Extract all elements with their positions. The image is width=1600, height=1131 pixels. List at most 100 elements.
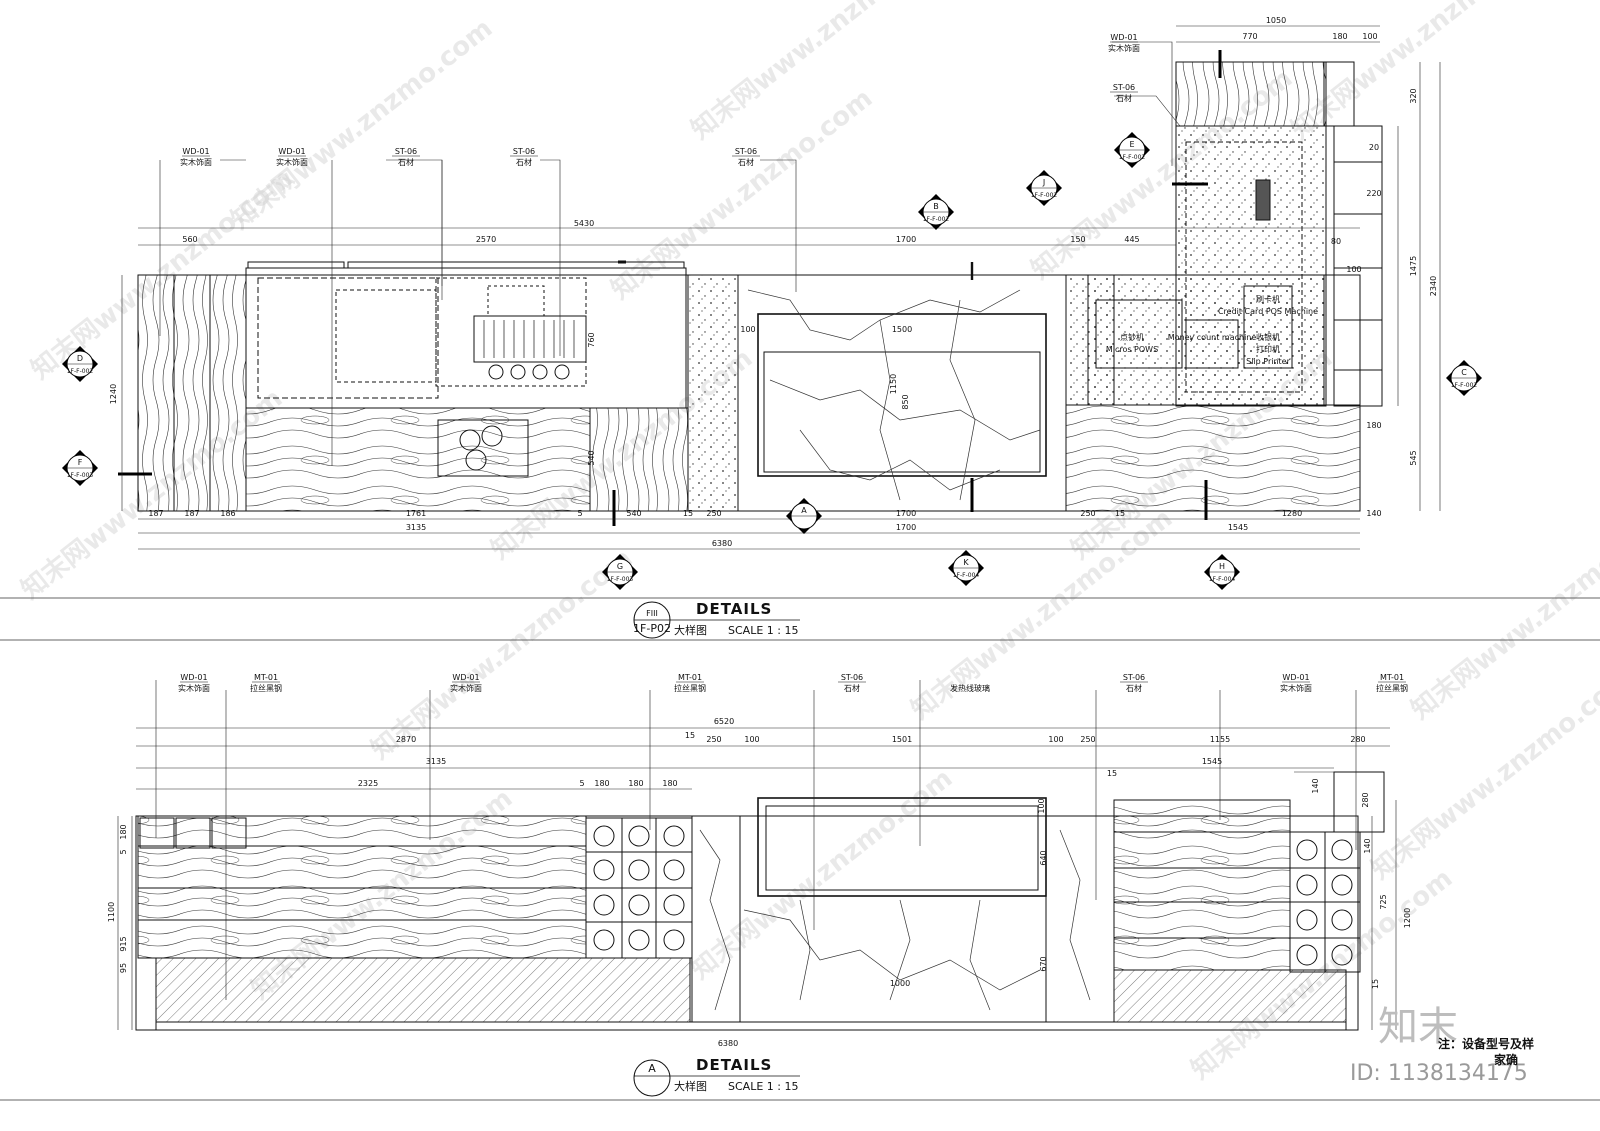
dim-vertical-left: 1240 (109, 384, 118, 404)
dim-row3: 180 (662, 779, 677, 788)
dim-interior: 80 (1331, 237, 1341, 246)
dim-top-row: 560 (182, 235, 197, 244)
dim-bottom-row: 187 (148, 509, 163, 518)
material-code: WD-01 (1110, 33, 1137, 42)
dim-vertical-right: 725 (1379, 894, 1388, 909)
marble-panel (737, 274, 1067, 512)
stone-jamb-right (1045, 815, 1115, 1023)
callout-sheet: 1F-F-003 (607, 576, 634, 583)
dim-bottom-row: 1761 (406, 509, 426, 518)
material-name: 实木饰面 (178, 683, 210, 693)
dim-bottom-mid: 1545 (1228, 523, 1248, 532)
callout-K: K1F-F-004 (948, 550, 984, 586)
material-code: ST-06 (1113, 83, 1135, 92)
ornament-l2 (175, 817, 211, 849)
dim-bottom-row: 187 (184, 509, 199, 518)
title-subtitle: 大样图 (674, 623, 707, 637)
material-name: 实木饰面 (276, 157, 308, 167)
equip-label: Slip Printer (1246, 357, 1290, 366)
dim-interior: 220 (1366, 189, 1381, 198)
dim-vertical-left: 95 (119, 963, 128, 973)
glass-display-inner (763, 351, 1041, 473)
dim-bottom-row: 15 (683, 509, 693, 518)
material-name: 实木饰面 (1280, 683, 1312, 693)
callout-B: B1F-F-002 (918, 194, 954, 230)
callout-sheet: 1F-F-003 (67, 472, 94, 479)
title-circle (633, 1059, 671, 1097)
material-code: WD-01 (182, 147, 209, 156)
dim-vertical-left: 915 (119, 936, 128, 951)
callout-letter: B (933, 202, 939, 211)
dim-overall-top: 5430 (574, 219, 594, 228)
dim-top-row: 2570 (476, 235, 496, 244)
dim-bottom-row: 1280 (1282, 509, 1302, 518)
dim-interior: 670 (1039, 956, 1048, 971)
bottom-elevation (117, 680, 1397, 1031)
dim-vertical-right: 1475 (1409, 256, 1418, 276)
callout-D: D1F-F-002 (62, 346, 98, 382)
countertop-right (347, 261, 685, 269)
material-name: 拉丝黑钢 (674, 683, 706, 693)
under-counter-box-1 (257, 277, 439, 399)
callout-G: G1F-F-003 (602, 554, 638, 590)
material-code: WD-01 (180, 673, 207, 682)
dim-vertical-right: 1200 (1403, 908, 1412, 928)
dim-interior: 540 (587, 450, 596, 465)
tap-fixture (1255, 179, 1271, 221)
top-elevation (118, 25, 1441, 550)
heated-glass-frame (757, 797, 1047, 897)
dim-row3: 180 (628, 779, 643, 788)
ornament-grid-right (1289, 831, 1361, 973)
watermark-text: 知末网www.znzmo.com (1286, 0, 1558, 146)
dim-bottom-row: 15 (1115, 509, 1125, 518)
dim-interior: 20 (1369, 143, 1379, 152)
callout-J: J1F-F-002 (1026, 170, 1062, 206)
bottom-tag-5: 发热线玻璃 (950, 683, 990, 693)
ornament-l3 (211, 817, 247, 849)
callout-letter: F (78, 458, 83, 467)
material-code: MT-01 (254, 673, 278, 682)
title-scale: SCALE 1 : 15 (728, 624, 798, 637)
material-code: WD-01 (452, 673, 479, 682)
callout-letter: J (1042, 178, 1045, 187)
dim-bottom-row: 5 (577, 509, 582, 518)
material-name: 石材 (516, 157, 532, 167)
callout-letter: D (77, 354, 83, 363)
callout-letter: C (1461, 368, 1467, 377)
under-counter-box-2 (335, 289, 437, 383)
dim-overall-top: 6520 (714, 717, 734, 726)
dim-bottom-mid: 3135 (406, 523, 426, 532)
watermark-text: 知末网www.znzmo.com (1366, 663, 1600, 885)
material-name: 石材 (844, 683, 860, 693)
shelf-unit (1333, 125, 1383, 407)
material-name: 发热线玻璃 (950, 683, 990, 693)
title-ref: FIII (646, 609, 658, 618)
watermark-id: ID: 1138134175 (1350, 1061, 1528, 1086)
callout-A: A (786, 498, 822, 534)
drawing-note: 注：设备型号及样 (1438, 1036, 1534, 1051)
dim-vertical-left: 1100 (107, 902, 116, 922)
dim-bottom-row: 250 (706, 509, 721, 518)
dim-row2: 3135 (426, 757, 446, 766)
left-wood-panel (137, 274, 247, 512)
dim-bottom-row: 540 (626, 509, 641, 518)
stone-panel-left (687, 274, 739, 512)
title-ref: A (648, 1062, 656, 1075)
watermark-text: 知末网www.znzmo.com (606, 83, 878, 305)
knob-4 (554, 364, 570, 380)
grill-unit (473, 315, 587, 363)
dim-overall-bottom: 6380 (712, 539, 732, 548)
dim-right-top: 180 (1332, 32, 1347, 41)
dim-bottom-row: 140 (1366, 509, 1381, 518)
column-edge (1323, 61, 1355, 127)
equip-label: Money count machine (1168, 333, 1257, 342)
dim-row3: 5 (579, 779, 584, 788)
